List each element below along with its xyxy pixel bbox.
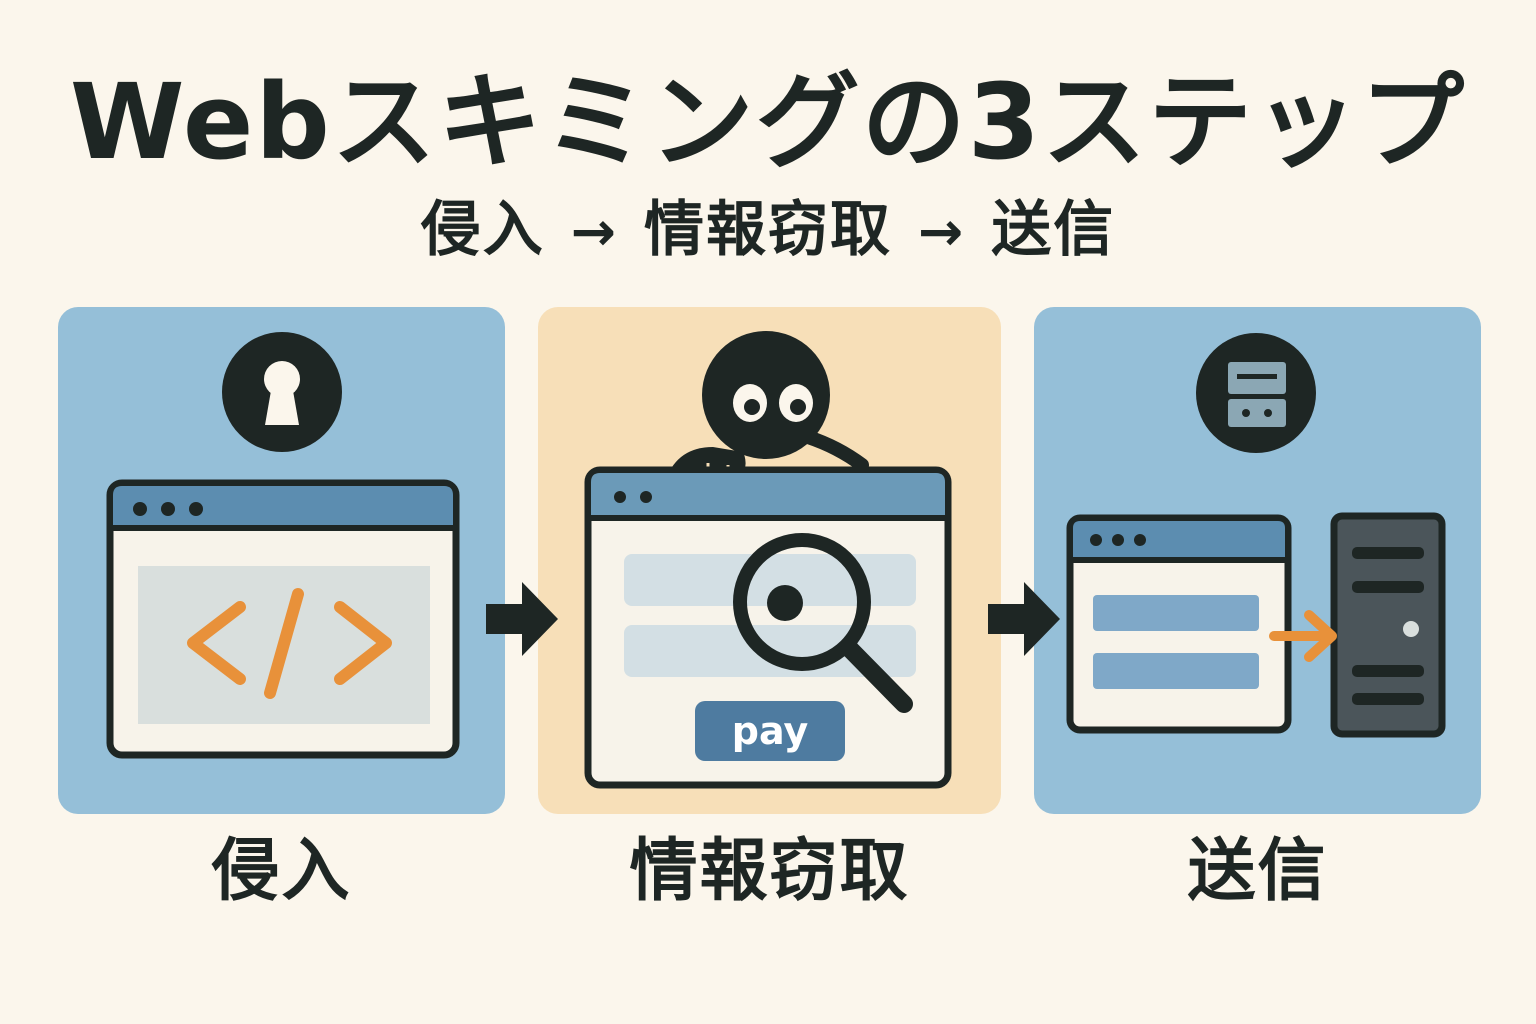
flow-arrow-2 [988,582,1060,656]
browser-with-code-icon [106,479,460,759]
keyhole-icon [222,332,342,452]
subtitle-flow: 侵入 → 情報窃取 → 送信 [0,194,1536,268]
lurking-attacker-icon [666,331,869,482]
payment-form-magnifier-icon [584,466,952,789]
step-label-send: 送信 [1187,832,1328,911]
subtitle-arrow-1: → [570,200,618,263]
browser-to-server-icon [1066,512,1446,738]
subtitle-step-1: 侵入 [420,195,545,265]
step-label-theft: 情報窃取 [629,832,910,911]
subtitle-arrow-2: → [918,200,966,263]
step-panel-theft: pay [538,307,1001,814]
pay-button [695,701,845,761]
pay-button-label: pay [731,709,809,753]
subtitle-step-2: 情報窃取 [644,195,892,265]
subtitle-step-3: 送信 [991,195,1116,265]
step-panel-send [1034,307,1481,814]
server-icon [1196,333,1316,453]
step-panel-intrusion [58,307,505,814]
diagram-title: Webスキミングの3ステップ [69,61,1467,183]
step-label-intrusion: 侵入 [211,832,352,911]
flow-arrow-1 [486,582,558,656]
